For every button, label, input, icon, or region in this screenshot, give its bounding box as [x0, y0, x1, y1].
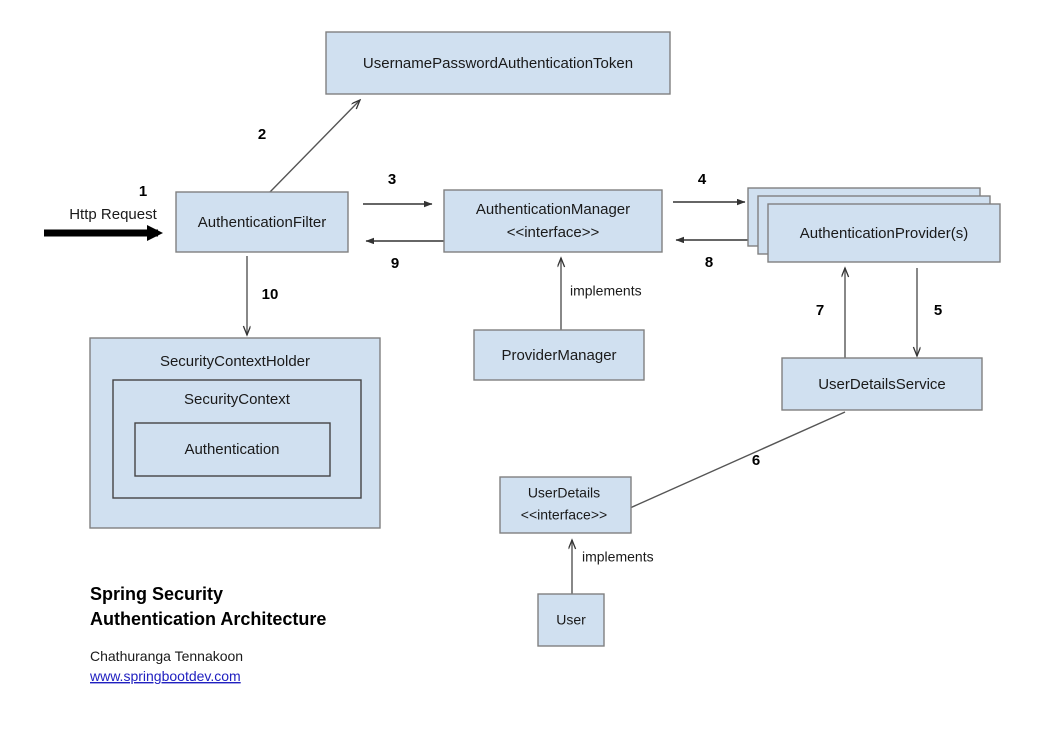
node-security-context-holder[interactable]: SecurityContextHolder SecurityContext Au… — [89, 337, 381, 529]
manager-label-line1: AuthenticationManager — [476, 201, 630, 218]
caption-title-line1: Spring Security — [90, 584, 223, 604]
node-security-context[interactable]: SecurityContext Authentication — [112, 379, 362, 499]
edge-7-userdetailsservice-to-provider: 7 — [816, 268, 845, 358]
token-box — [325, 31, 671, 95]
filter-label: AuthenticationFilter — [198, 214, 326, 231]
step-number-2: 2 — [258, 126, 266, 143]
node-authentication[interactable]: Authentication — [134, 422, 331, 477]
edge-2-filter-to-token: 2 — [258, 100, 360, 193]
edge-9-manager-to-filter: 9 — [365, 237, 444, 272]
manager-box — [443, 189, 663, 253]
provider-label: AuthenticationProvider(s) — [800, 225, 968, 242]
token-label: UsernamePasswordAuthenticationToken — [363, 55, 633, 72]
step-number-3: 3 — [388, 171, 396, 188]
step-number-9: 9 — [391, 255, 399, 272]
user-details-label-line2: <<interface>> — [521, 507, 607, 523]
step-number-1: 1 — [139, 183, 147, 200]
implements-user-label: implements — [582, 549, 654, 565]
node-authentication-manager[interactable]: AuthenticationManager <<interface>> — [443, 189, 663, 253]
user-label: User — [556, 612, 586, 628]
authentication-label: Authentication — [184, 441, 279, 458]
edge-implements-provider-manager: implements — [561, 258, 642, 330]
step-number-8: 8 — [705, 254, 713, 271]
security-context-label: SecurityContext — [184, 391, 291, 408]
step-number-4: 4 — [698, 171, 707, 188]
security-context-holder-label: SecurityContextHolder — [160, 353, 310, 370]
node-user[interactable]: User — [537, 593, 605, 647]
edge-8-provider-to-manager: 8 — [675, 236, 755, 271]
caption-author: Chathuranga Tennakoon — [90, 648, 243, 664]
filter-box — [175, 191, 349, 253]
provider-box-front — [767, 203, 1001, 263]
user-details-service-box — [781, 357, 983, 411]
http-request-label: Http Request — [69, 206, 157, 223]
node-user-details[interactable]: UserDetails <<interface>> — [499, 476, 632, 534]
step-number-10: 10 — [262, 286, 279, 303]
edge-5-provider-to-userdetailsservice: 5 — [917, 268, 942, 356]
node-authentication-provider[interactable]: AuthenticationProvider(s) — [747, 187, 1001, 263]
user-box — [537, 593, 605, 647]
edge-4-manager-to-provider: 4 — [673, 171, 746, 206]
user-details-service-label: UserDetailsService — [818, 376, 946, 393]
step-number-7: 7 — [816, 302, 824, 319]
caption-title-line2: Authentication Architecture — [90, 609, 326, 629]
user-details-label-line1: UserDetails — [528, 485, 600, 501]
edge-10-filter-to-security-context-holder: 10 — [247, 256, 278, 335]
caption-website-link[interactable]: www.springbootdev.com — [89, 668, 241, 684]
edge-implements-user: implements — [572, 540, 654, 594]
provider-manager-label: ProviderManager — [501, 347, 616, 364]
node-user-details-service[interactable]: UserDetailsService — [781, 357, 983, 411]
edge-3-filter-to-manager: 3 — [363, 171, 433, 208]
step-number-6: 6 — [752, 452, 760, 469]
step-number-5: 5 — [934, 302, 942, 319]
implements-manager-label: implements — [570, 283, 642, 299]
edge-2-line — [269, 100, 360, 193]
node-provider-manager[interactable]: ProviderManager — [473, 329, 645, 381]
edge-6-line — [629, 411, 846, 509]
http-request-entry: 1 Http Request — [44, 183, 163, 241]
caption-block: Spring Security Authentication Architect… — [89, 584, 326, 684]
node-authentication-filter[interactable]: AuthenticationFilter — [175, 191, 349, 253]
provider-manager-box — [473, 329, 645, 381]
user-details-box — [499, 476, 632, 534]
node-username-password-authentication-token[interactable]: UsernamePasswordAuthenticationToken — [325, 31, 671, 95]
authentication-box — [134, 422, 331, 477]
manager-label-line2: <<interface>> — [507, 224, 600, 241]
edge-6-userdetails-to-userdetailsservice: 6 — [629, 411, 846, 509]
